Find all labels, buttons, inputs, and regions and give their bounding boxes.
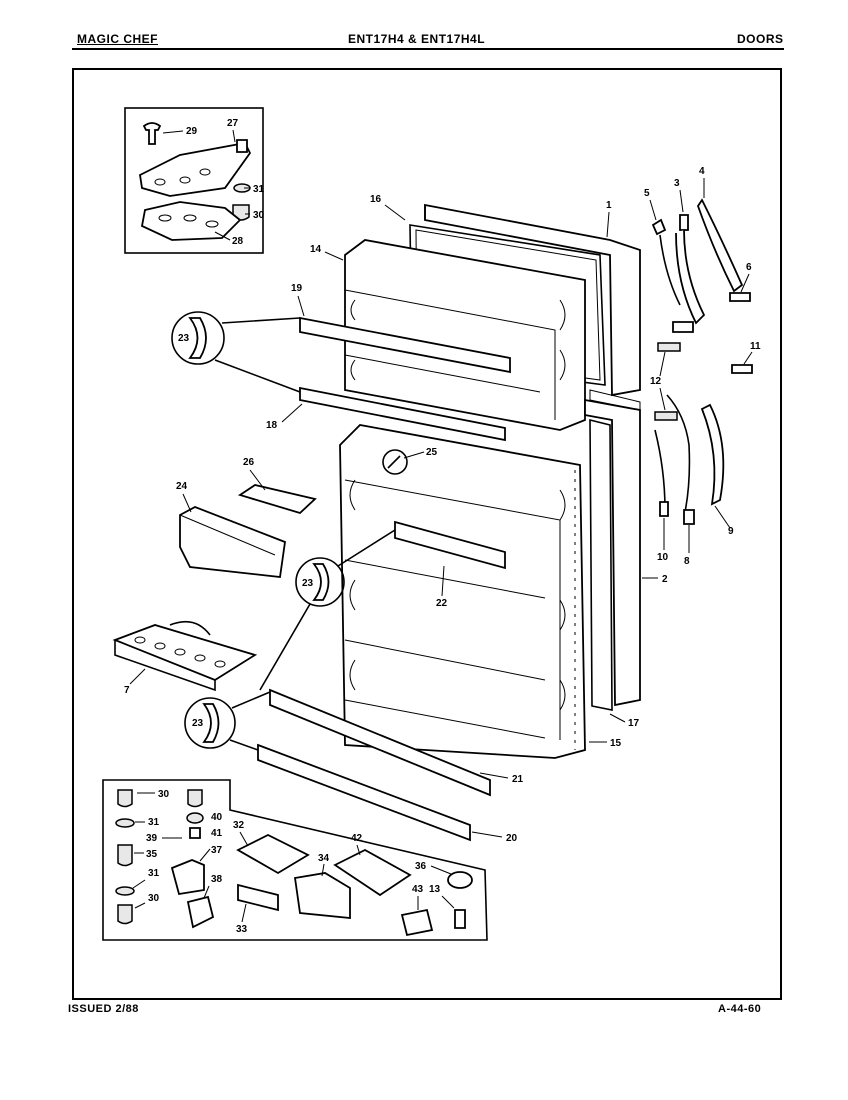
callout-labels: 29 27 31 30 28 16 1 14 19 18 23 5 3 4 6 …	[124, 118, 761, 935]
callout-40: 40	[211, 812, 223, 823]
callout-1: 1	[606, 200, 612, 211]
callout-19: 19	[291, 283, 303, 294]
callout-23-lower: 23	[192, 718, 204, 729]
detail-circle-23-middle	[259, 529, 396, 691]
callout-23-middle: 23	[302, 578, 314, 589]
callout-32: 32	[233, 820, 245, 831]
lower-hinge-inset	[102, 779, 488, 941]
callout-15: 15	[610, 738, 622, 749]
callout-41: 41	[211, 828, 223, 839]
callout-38: 38	[211, 874, 223, 885]
callout-7: 7	[124, 685, 130, 696]
callout-33: 33	[236, 924, 248, 935]
callout-26: 26	[243, 457, 255, 468]
callout-24: 24	[176, 481, 188, 492]
callout-31-mid: 31	[148, 817, 160, 828]
header-rule	[72, 48, 784, 50]
callout-12: 12	[650, 376, 662, 387]
callout-31-low: 31	[148, 868, 160, 879]
callout-20: 20	[506, 833, 518, 844]
detail-circle-23-lower	[184, 691, 271, 751]
issue-date: ISSUED 2/88	[68, 1003, 139, 1015]
detail-circle-23-upper	[171, 311, 301, 393]
callout-43: 43	[412, 884, 424, 895]
page-code: A-44-60	[718, 1003, 762, 1015]
callout-30-mid: 30	[158, 789, 170, 800]
callout-18: 18	[266, 420, 278, 431]
callout-35: 35	[146, 849, 158, 860]
callout-42: 42	[351, 833, 363, 844]
diagram-frame	[72, 68, 782, 1000]
callout-10: 10	[657, 552, 669, 563]
model-numbers: ENT17H4 & ENT17H4L	[348, 32, 486, 46]
callout-6: 6	[746, 262, 752, 273]
callout-8: 8	[684, 556, 690, 567]
callout-25: 25	[426, 447, 438, 458]
upper-hinge-inset	[124, 107, 264, 254]
callout-34: 34	[318, 853, 330, 864]
brand-name: MAGIC CHEF	[77, 32, 158, 46]
callout-11: 11	[750, 341, 761, 352]
callout-4: 4	[699, 166, 705, 177]
section-title: DOORS	[737, 32, 784, 46]
callout-30-low: 30	[148, 893, 160, 904]
callout-39: 39	[146, 833, 158, 844]
callout-22: 22	[436, 598, 448, 609]
callout-17: 17	[628, 718, 640, 729]
handle-parts	[651, 198, 753, 525]
loose-bins	[112, 484, 317, 692]
callout-36: 36	[415, 861, 427, 872]
callout-13: 13	[429, 884, 441, 895]
callout-21: 21	[512, 774, 524, 785]
callout-37: 37	[211, 845, 223, 856]
callout-2: 2	[662, 574, 668, 585]
callout-31-top: 31	[253, 184, 265, 195]
callout-9: 9	[728, 526, 734, 537]
callout-14: 14	[310, 244, 322, 255]
callout-30-top: 30	[253, 210, 265, 221]
fresh-food-door-assembly	[257, 398, 641, 842]
callout-3: 3	[674, 178, 680, 189]
callout-28: 28	[232, 236, 244, 247]
callout-27: 27	[227, 118, 239, 129]
callout-29: 29	[186, 126, 198, 137]
callout-23-upper: 23	[178, 333, 190, 344]
freezer-door-assembly	[299, 203, 641, 442]
callout-16: 16	[370, 194, 382, 205]
callout-5: 5	[644, 188, 650, 199]
